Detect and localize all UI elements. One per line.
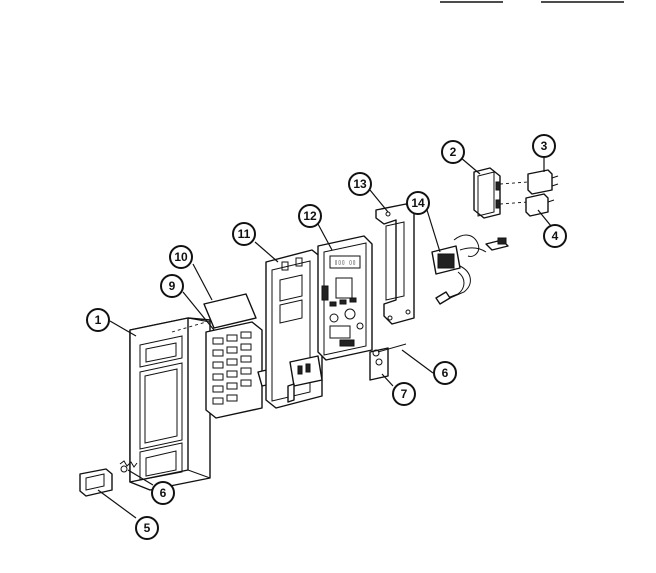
mounting-plate — [375, 203, 415, 325]
callout-6-lower: 6 — [151, 481, 175, 505]
display-window — [171, 293, 257, 333]
callout-label: 9 — [169, 279, 176, 293]
callout-label: 3 — [541, 139, 548, 153]
control-panel-frame — [129, 317, 211, 491]
callout-4: 4 — [543, 224, 567, 248]
callout-label: 14 — [411, 196, 425, 210]
keypad-keys — [212, 331, 252, 405]
callout-9: 9 — [160, 274, 184, 298]
callout-5: 5 — [135, 516, 159, 540]
lower-switch — [525, 193, 555, 217]
door-button — [79, 468, 113, 497]
button-spring — [119, 460, 138, 473]
transformer — [431, 234, 509, 305]
callout-label: 2 — [450, 145, 457, 159]
pcb-bracket — [265, 249, 323, 409]
callout-label: 5 — [144, 521, 151, 535]
callout-3: 3 — [532, 134, 556, 158]
callout-label: 4 — [552, 229, 559, 243]
callout-6-upper: 6 — [433, 361, 457, 385]
svg-text:▯▯▯ ▯▯: ▯▯▯ ▯▯ — [334, 259, 356, 266]
callout-13: 13 — [348, 172, 372, 196]
callout-label: 13 — [353, 177, 367, 191]
callout-12: 12 — [298, 204, 322, 228]
circuit-board: ▯▯▯ ▯▯ — [317, 235, 373, 361]
callout-label: 10 — [174, 250, 188, 264]
callout-label: 6 — [160, 486, 167, 500]
callout-11: 11 — [232, 222, 256, 246]
callout-7: 7 — [392, 382, 416, 406]
keypad-membrane — [205, 321, 289, 419]
callout-1: 1 — [86, 308, 110, 332]
screw — [372, 343, 407, 357]
callout-label: 11 — [238, 227, 251, 241]
callout-14: 14 — [406, 191, 430, 215]
callout-2: 2 — [441, 140, 465, 164]
callout-label: 7 — [401, 387, 408, 401]
callout-label: 12 — [303, 209, 317, 223]
switch-bracket — [473, 167, 529, 219]
callout-label: 1 — [95, 313, 102, 327]
upper-switch — [527, 169, 559, 195]
callout-10: 10 — [169, 245, 193, 269]
callout-label: 6 — [442, 366, 449, 380]
